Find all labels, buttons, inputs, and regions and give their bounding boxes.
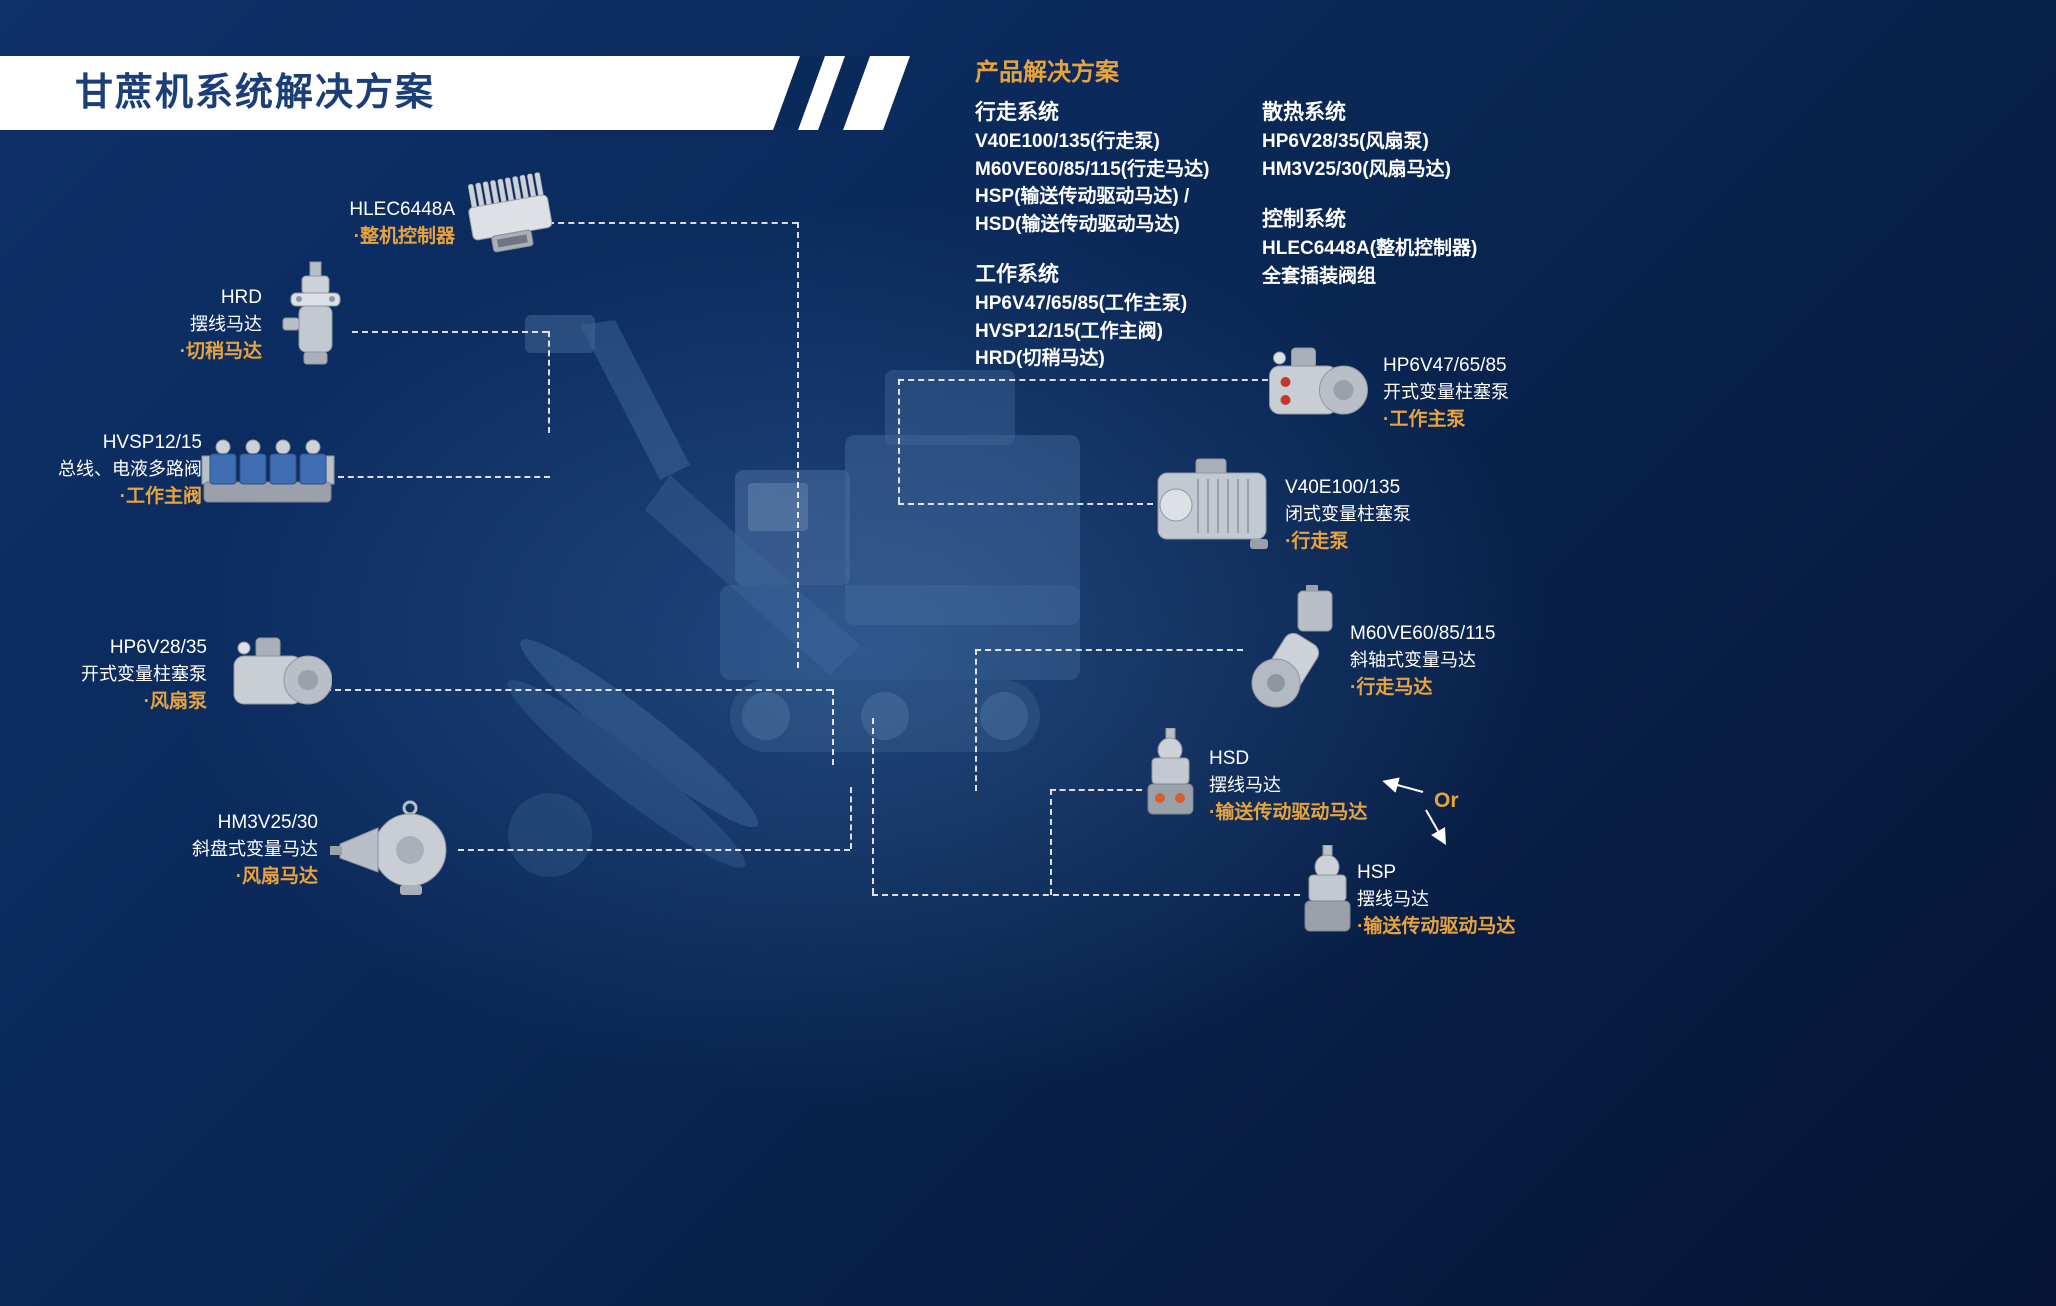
hsp-motor-photo (1304, 845, 1351, 932)
solutions-heading: 产品解决方案 (975, 59, 1119, 86)
connector-line (548, 331, 550, 433)
component-role: ·工作主泵 (1383, 409, 1466, 430)
component-desc: 摆线马达 (1357, 889, 1429, 909)
component-desc: 总线、电液多路阀 (58, 459, 202, 479)
callout-m60ve: M60VE60/85/115 斜轴式变量马达 ·行走马达 (1350, 620, 1495, 701)
component-model: HSD (1209, 748, 1250, 769)
connector-line (352, 331, 548, 333)
banner-stripe-decoration (773, 56, 825, 130)
component-model: HRD (220, 287, 262, 308)
hp6v28-pump-photo (233, 637, 332, 705)
solution-item: V40E100/135(行走泵) (975, 131, 1160, 152)
component-model: M60VE60/85/115 (1350, 623, 1496, 644)
callout-hp6v28: HP6V28/35 开式变量柱塞泵 ·风扇泵 (81, 634, 207, 715)
callout-hrd: HRD 摆线马达 ·切稍马达 (180, 284, 262, 365)
or-arrows-icon (1382, 777, 1446, 845)
title-banner: 甘蔗机系统解决方案 (0, 56, 910, 130)
connector-line (898, 503, 1153, 505)
component-role: ·输送传动驱动马达 (1357, 916, 1516, 937)
connector-line (797, 222, 799, 668)
component-role: ·切稍马达 (179, 341, 262, 362)
component-desc: 闭式变量柱塞泵 (1285, 504, 1411, 524)
solutions-panel-column-1: 产品解决方案 行走系统 V40E100/135(行走泵) M60VE60/85/… (975, 58, 1275, 373)
solution-item: HP6V28/35(风扇泵) (1262, 131, 1429, 152)
connector-line (872, 718, 874, 894)
component-role: ·风扇泵 (143, 691, 207, 712)
connector-line (338, 476, 550, 478)
component-model: HP6V47/65/85 (1383, 355, 1507, 376)
connector-line (458, 849, 850, 851)
component-role: ·输送传动驱动马达 (1209, 802, 1368, 823)
connector-line (1050, 789, 1052, 895)
component-model: HVSP12/15 (102, 432, 202, 453)
component-model: HLEC6448A (349, 199, 455, 220)
solution-group-cooling: 散热系统 HP6V28/35(风扇泵) HM3V25/30(风扇马达) (1262, 98, 1562, 183)
component-desc: 斜轴式变量马达 (1350, 650, 1476, 670)
component-desc: 开式变量柱塞泵 (81, 664, 207, 684)
solution-item: HM3V25/30(风扇马达) (1262, 158, 1451, 180)
connector-line (975, 649, 1243, 651)
component-role: ·风扇马达 (235, 866, 318, 887)
hm3v-motor-photo (330, 800, 447, 895)
callout-hlec6448a: HLEC6448A ·整机控制器 (349, 196, 455, 250)
callout-hp6v47: HP6V47/65/85 开式变量柱塞泵 ·工作主泵 (1383, 352, 1509, 433)
v40e-pump-photo (1157, 458, 1268, 549)
solution-group-title: 行走系统 (975, 101, 1059, 124)
page-title: 甘蔗机系统解决方案 (75, 72, 436, 114)
solution-item: HSP(输送传动驱动马达) / (975, 186, 1190, 207)
harvester-machine-silhouette-image (507, 315, 1080, 877)
m60ve-motor-photo (1251, 585, 1333, 708)
component-desc: 摆线马达 (1209, 775, 1281, 795)
solution-item: HSD(输送传动驱动马达) (975, 213, 1180, 235)
connector-line (872, 894, 1300, 896)
callout-hvsp: HVSP12/15 总线、电液多路阀 ·工作主阀 (58, 429, 202, 510)
callout-hm3v: HM3V25/30 斜盘式变量马达 ·风扇马达 (192, 809, 318, 890)
component-model: HM3V25/30 (217, 812, 318, 833)
connector-line (975, 649, 977, 791)
connector-line (1050, 789, 1142, 791)
solution-group-title: 散热系统 (1262, 101, 1346, 124)
connector-line (548, 222, 798, 224)
hlec-controller-photo (467, 172, 553, 253)
component-desc: 摆线马达 (190, 314, 262, 334)
solution-item: HP6V47/65/85(工作主泵) (975, 293, 1188, 314)
hvsp-valve-photo (201, 439, 335, 503)
component-role: ·工作主阀 (119, 486, 202, 507)
connector-line (898, 379, 900, 503)
component-model: HP6V28/35 (109, 637, 207, 658)
component-role: ·整机控制器 (353, 226, 455, 247)
hrd-motor-photo (282, 261, 341, 365)
solution-group-travel: 行走系统 V40E100/135(行走泵) M60VE60/85/115(行走马… (975, 98, 1275, 238)
component-model: HSP (1357, 862, 1397, 883)
solution-item: M60VE60/85/115(行走马达) (975, 158, 1210, 180)
banner-stripe-decoration (818, 56, 870, 130)
hsd-motor-photo (1147, 728, 1194, 815)
solution-group-title: 控制系统 (1262, 208, 1346, 231)
component-desc: 斜盘式变量马达 (192, 839, 318, 859)
connector-line (325, 689, 832, 691)
connector-line (832, 689, 834, 765)
component-role: ·行走泵 (1285, 531, 1349, 552)
callout-hsd: HSD 摆线马达 ·输送传动驱动马达 (1209, 745, 1367, 826)
connector-line (850, 787, 852, 849)
solution-item: HLEC6448A(整机控制器) (1262, 238, 1478, 259)
callout-hsp: HSP 摆线马达 ·输送传动驱动马达 (1357, 859, 1515, 940)
solution-group-work: 工作系统 HP6V47/65/85(工作主泵) HVSP12/15(工作主阀) … (975, 260, 1275, 373)
solution-item: HVSP12/15(工作主阀) (975, 320, 1163, 342)
component-role: ·行走马达 (1350, 677, 1433, 698)
solution-group-title: 工作系统 (975, 263, 1059, 286)
solution-item: 全套插装阀组 (1262, 265, 1377, 287)
callout-v40e: V40E100/135 闭式变量柱塞泵 ·行走泵 (1285, 474, 1411, 555)
component-desc: 开式变量柱塞泵 (1383, 382, 1509, 402)
or-label: Or (1434, 789, 1459, 812)
hp6v47-pump-photo (1269, 347, 1368, 415)
solutions-panel-column-2: 散热系统 HP6V28/35(风扇泵) HM3V25/30(风扇马达) 控制系统… (1262, 98, 1562, 290)
solution-item: HRD(切稍马达) (975, 348, 1105, 369)
connector-line (898, 379, 1268, 381)
component-model: V40E100/135 (1285, 477, 1401, 498)
solution-group-control: 控制系统 HLEC6448A(整机控制器) 全套插装阀组 (1262, 205, 1562, 290)
